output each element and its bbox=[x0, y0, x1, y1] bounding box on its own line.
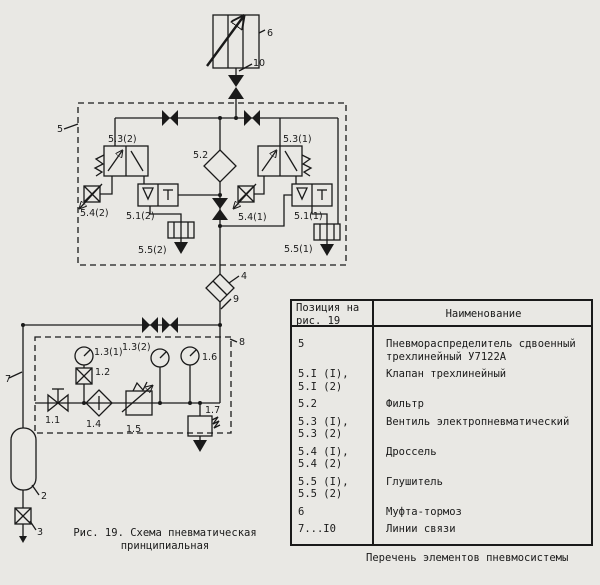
valve-5-1-1 bbox=[218, 176, 333, 228]
label-6: 6 bbox=[267, 28, 273, 39]
row-name: Дроссель bbox=[386, 445, 437, 458]
lubricator-1-7 bbox=[187, 401, 221, 452]
row-name: Пневмораспределитель сдвоенный bbox=[386, 338, 576, 350]
label-2: 2 bbox=[41, 491, 47, 502]
row-name: Муфта-тормоз bbox=[386, 505, 462, 518]
supply-lines bbox=[8, 317, 222, 428]
table-row: 5.I (I), 5.I (2) Клапан трехлинейный bbox=[292, 368, 591, 393]
throttle-5-4-2 bbox=[80, 176, 113, 208]
pressure-gauge-1-6 bbox=[180, 346, 200, 405]
row-name: Вентиль электропневматический bbox=[386, 415, 570, 428]
gauge-valve-1-2 bbox=[75, 367, 93, 405]
label-5-5-1: 5.5(1) bbox=[284, 244, 313, 255]
label-1-6: 1.6 bbox=[202, 352, 217, 363]
throttle-5-4-1 bbox=[234, 176, 265, 208]
label-7: 7 bbox=[5, 374, 11, 385]
filter-5-2 bbox=[203, 149, 237, 264]
table-body: 5 Пневмораспределитель сдвоенный трехлин… bbox=[292, 327, 591, 536]
row-name: Линии связи bbox=[386, 523, 456, 535]
table-row: 7...I0 Линии связи bbox=[292, 523, 591, 536]
muffler-5-5-2 bbox=[167, 221, 195, 254]
header-position-column: Позиция на рис. 19 bbox=[292, 301, 376, 327]
valve-5-3-2 bbox=[93, 145, 149, 177]
row-pos: 5.4 (I), bbox=[298, 445, 349, 458]
diagram-labels: 6 10 5 5.3(2) 5.2 5.3(1) 5.4(2) 5.1(2) 5… bbox=[5, 28, 323, 538]
figure-caption-line1: Рис. 19. Схема пневматическая bbox=[73, 527, 257, 539]
table-column-divider bbox=[372, 301, 374, 544]
pressure-gauge-1-3-1 bbox=[74, 346, 94, 368]
label-1-3-2: 1.3(2) bbox=[122, 342, 151, 353]
label-1-7: 1.7 bbox=[205, 405, 220, 416]
parts-table: Позиция на рис. 19 Наименование 5 Пневмо… bbox=[290, 299, 593, 546]
label-9: 9 bbox=[233, 294, 239, 305]
header-pos-line2: рис. 19 bbox=[296, 314, 341, 327]
table-header: Позиция на рис. 19 Наименование bbox=[292, 301, 591, 327]
label-4: 4 bbox=[241, 271, 247, 282]
valve-block-5 bbox=[63, 102, 347, 266]
row-name: Клапан трехлинейный bbox=[386, 368, 507, 380]
table-row: 5.5 (I), 5.5 (2) Глушитель bbox=[292, 476, 591, 501]
header-name-column: Наименование bbox=[445, 308, 522, 320]
label-3: 3 bbox=[37, 527, 43, 538]
table-row: 5 Пневмораспределитель сдвоенный трехлин… bbox=[292, 338, 591, 363]
label-5-1-2: 5.1(2) bbox=[126, 211, 155, 222]
label-5-1-1: 5.1(1) bbox=[294, 211, 323, 222]
label-5: 5 bbox=[57, 124, 63, 135]
label-1-2: 1.2 bbox=[95, 367, 110, 378]
row-pos: 5.5 (I), bbox=[298, 475, 349, 488]
figure-caption: Рис. 19. Схема пневматическая принципиал… bbox=[72, 527, 258, 553]
prep-unit-8 bbox=[34, 336, 238, 452]
label-1-4: 1.4 bbox=[86, 419, 101, 430]
label-1-1: 1.1 bbox=[45, 415, 60, 426]
table-row: 5.2 Фильтр bbox=[292, 398, 591, 411]
header-pos-line1: Позиция на bbox=[296, 302, 360, 314]
figure-caption-line2: принципиальная bbox=[120, 540, 210, 552]
valve-5-3-1 bbox=[257, 145, 313, 177]
label-10: 10 bbox=[253, 58, 265, 69]
row-pos: 5.3 (I), bbox=[298, 415, 349, 428]
table-row: 6 Муфта-тормоз bbox=[292, 506, 591, 519]
valve-5-1-2 bbox=[137, 176, 222, 222]
row-pos: 5.I (2) bbox=[298, 380, 343, 393]
row-pos: 5.5 (2) bbox=[298, 488, 343, 500]
check-valve-top bbox=[228, 63, 253, 118]
filter-separator-1-4 bbox=[85, 389, 113, 417]
row-name: трехлинейный У7122А bbox=[386, 350, 507, 363]
label-5-2: 5.2 bbox=[193, 150, 208, 161]
shutoff-valve-1-1 bbox=[47, 388, 69, 413]
filter-4 bbox=[205, 264, 240, 325]
row-pos: 5.4 (2) bbox=[298, 458, 343, 470]
parts-list-title: Перечень элементов пневмосистемы bbox=[366, 552, 569, 564]
row-pos: 5.I (I), bbox=[298, 368, 349, 380]
muffler-5-5-1 bbox=[313, 223, 341, 256]
table-row: 5.3 (I), 5.3 (2) Вентиль электропневмати… bbox=[292, 416, 591, 441]
row-pos: 5.2 bbox=[298, 398, 317, 410]
label-5-5-2: 5.5(2) bbox=[138, 245, 167, 256]
label-5-3-2: 5.3(2) bbox=[108, 134, 137, 145]
row-pos: 7...I0 bbox=[298, 523, 336, 535]
row-name: Глушитель bbox=[386, 475, 443, 488]
row-pos: 5.3 (2) bbox=[298, 428, 343, 440]
label-5-4-2: 5.4(2) bbox=[80, 208, 109, 219]
label-1-3-1: 1.3(1) bbox=[94, 347, 123, 358]
label-1-5: 1.5 bbox=[126, 424, 141, 435]
row-name: Фильтр bbox=[386, 398, 424, 410]
pressure-regulator-1-5 bbox=[121, 381, 152, 416]
row-pos: 5 bbox=[298, 338, 305, 350]
label-5-4-1: 5.4(1) bbox=[238, 212, 267, 223]
label-5-3-1: 5.3(1) bbox=[283, 134, 312, 145]
row-pos: 6 bbox=[298, 505, 305, 518]
table-row: 5.4 (I), 5.4 (2) Дроссель bbox=[292, 446, 591, 471]
label-8: 8 bbox=[239, 337, 245, 348]
receiver-2 bbox=[10, 427, 40, 543]
pressure-gauge-1-3-2 bbox=[150, 348, 170, 405]
